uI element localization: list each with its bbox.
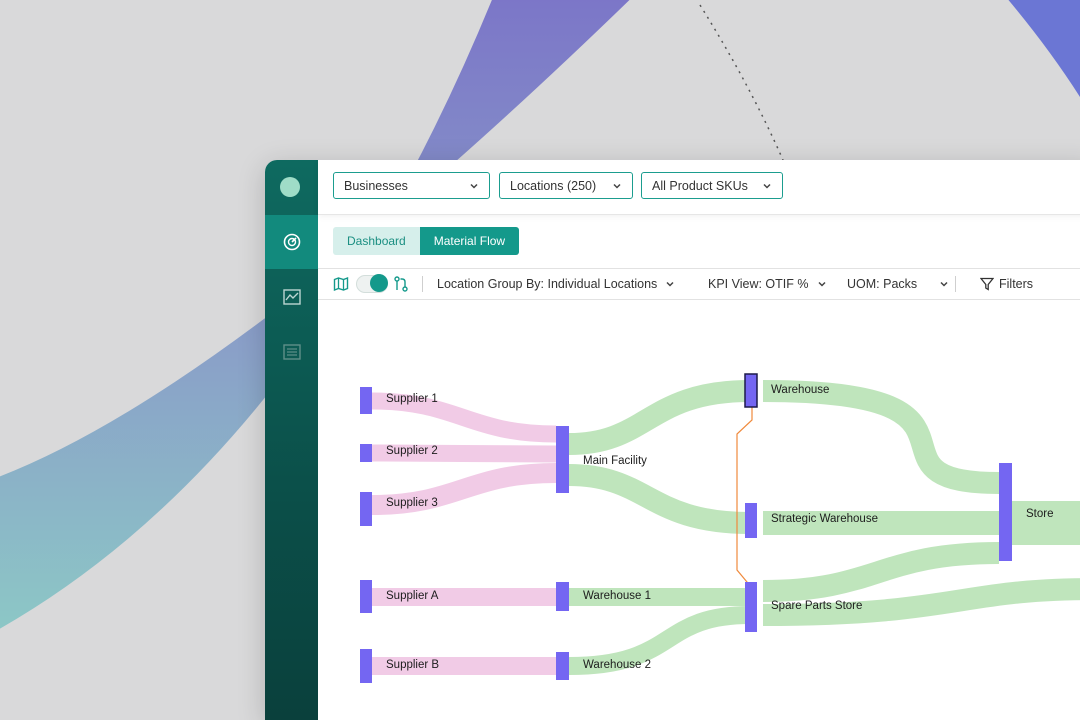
location-group-label: Location Group By: Individual Locations bbox=[437, 277, 658, 291]
chevron-down-icon bbox=[666, 281, 674, 287]
tab-dashboard[interactable]: Dashboard bbox=[333, 227, 420, 255]
map-view-button[interactable] bbox=[333, 269, 349, 299]
node-label-warehouse2: Warehouse 2 bbox=[583, 659, 651, 671]
uom-dropdown[interactable]: UOM: Packs bbox=[847, 269, 949, 299]
skus-dropdown[interactable]: All Product SKUs bbox=[641, 172, 783, 199]
app-window: Businesses Locations (250) All Product S… bbox=[265, 160, 1080, 720]
node-supplier1[interactable] bbox=[360, 387, 372, 414]
node-label-main-facility: Main Facility bbox=[583, 455, 647, 467]
node-warehouse[interactable] bbox=[744, 373, 758, 408]
kpi-view-dropdown[interactable]: KPI View: OTIF % bbox=[708, 269, 827, 299]
chevron-down-icon bbox=[940, 281, 948, 287]
view-toggle-knob bbox=[370, 274, 388, 292]
node-supplier2[interactable] bbox=[360, 444, 372, 462]
node-label-warehouse1: Warehouse 1 bbox=[583, 590, 651, 602]
node-label-strategic-warehouse: Strategic Warehouse bbox=[771, 513, 878, 525]
node-strategic-warehouse[interactable] bbox=[745, 503, 757, 538]
background-corner-band bbox=[1008, 0, 1080, 97]
node-label-supplierB: Supplier B bbox=[386, 659, 439, 671]
node-label-store: Store bbox=[1026, 508, 1054, 520]
node-label-spare-parts-store: Spare Parts Store bbox=[771, 600, 862, 612]
app-logo bbox=[280, 177, 300, 197]
toolbar: Location Group By: Individual Locations … bbox=[318, 268, 1080, 300]
material-flow-sankey: Supplier 1 Supplier 2 Supplier 3 Supplie… bbox=[360, 373, 1080, 683]
locations-dropdown-label: Locations (250) bbox=[510, 178, 597, 193]
flow-link-warehouse2-spare bbox=[568, 606, 751, 675]
flow-link-warehouse-store bbox=[762, 380, 1000, 494]
kpi-view-label: KPI View: OTIF % bbox=[708, 277, 809, 291]
skus-dropdown-label: All Product SKUs bbox=[652, 178, 748, 193]
node-label-supplierA: Supplier A bbox=[386, 590, 439, 602]
sidebar-item-dashboard[interactable] bbox=[265, 215, 318, 269]
toolbar-separator bbox=[955, 276, 956, 292]
flow-link-supplier2-main bbox=[371, 444, 557, 463]
flow-link-spare-out bbox=[762, 578, 1080, 626]
filters-label: Filters bbox=[999, 277, 1034, 291]
businesses-dropdown[interactable]: Businesses bbox=[333, 172, 490, 199]
chevron-down-icon bbox=[763, 183, 771, 189]
toolbar-separator bbox=[422, 276, 423, 292]
view-toggle[interactable] bbox=[356, 274, 388, 293]
node-spare-parts-store[interactable] bbox=[745, 582, 757, 632]
node-supplier3[interactable] bbox=[360, 492, 372, 526]
flow-view-button[interactable] bbox=[393, 269, 409, 299]
flow-link-main-strategic bbox=[568, 464, 751, 534]
view-tabs: Dashboard Material Flow bbox=[333, 227, 520, 255]
chevron-down-icon bbox=[817, 281, 826, 287]
filter-funnel-icon bbox=[980, 277, 994, 291]
flow-link-main-warehouse bbox=[568, 380, 751, 455]
node-warehouse2[interactable] bbox=[556, 652, 569, 680]
flow-link-supplier1-main bbox=[371, 392, 557, 443]
sidebar-item-analytics[interactable] bbox=[265, 270, 318, 324]
chevron-down-icon bbox=[470, 183, 478, 189]
node-main-facility[interactable] bbox=[556, 426, 569, 493]
dashboard-gauge-icon bbox=[283, 233, 300, 251]
node-label-supplier3: Supplier 3 bbox=[386, 497, 438, 509]
line-chart-icon bbox=[282, 289, 301, 305]
flow-link-spare-store bbox=[762, 542, 1000, 602]
node-warehouse1[interactable] bbox=[556, 582, 569, 611]
uom-label: UOM: Packs bbox=[847, 277, 918, 291]
node-label-supplier2: Supplier 2 bbox=[386, 445, 438, 457]
node-label-warehouse: Warehouse bbox=[771, 384, 829, 396]
node-store[interactable] bbox=[999, 463, 1012, 561]
node-label-supplier1: Supplier 1 bbox=[386, 393, 438, 405]
sidebar bbox=[265, 160, 318, 720]
background-dotted-line bbox=[699, 4, 784, 161]
node-supplierB[interactable] bbox=[360, 649, 372, 683]
sidebar-item-reports[interactable] bbox=[265, 325, 318, 379]
highlight-route-line bbox=[736, 401, 753, 589]
flow-link-supplier3-main bbox=[371, 463, 557, 515]
main-content: Businesses Locations (250) All Product S… bbox=[318, 160, 1080, 720]
businesses-dropdown-label: Businesses bbox=[344, 178, 408, 193]
node-supplierA[interactable] bbox=[360, 580, 372, 613]
location-group-dropdown[interactable]: Location Group By: Individual Locations bbox=[437, 269, 675, 299]
filters-button[interactable]: Filters bbox=[980, 269, 1033, 299]
chevron-down-icon bbox=[613, 183, 621, 189]
filter-bar: Businesses Locations (250) All Product S… bbox=[318, 160, 1080, 215]
flow-icon bbox=[394, 276, 408, 292]
list-icon bbox=[282, 344, 301, 360]
tab-material-flow[interactable]: Material Flow bbox=[419, 227, 520, 255]
locations-dropdown[interactable]: Locations (250) bbox=[499, 172, 633, 199]
map-icon bbox=[333, 276, 349, 292]
